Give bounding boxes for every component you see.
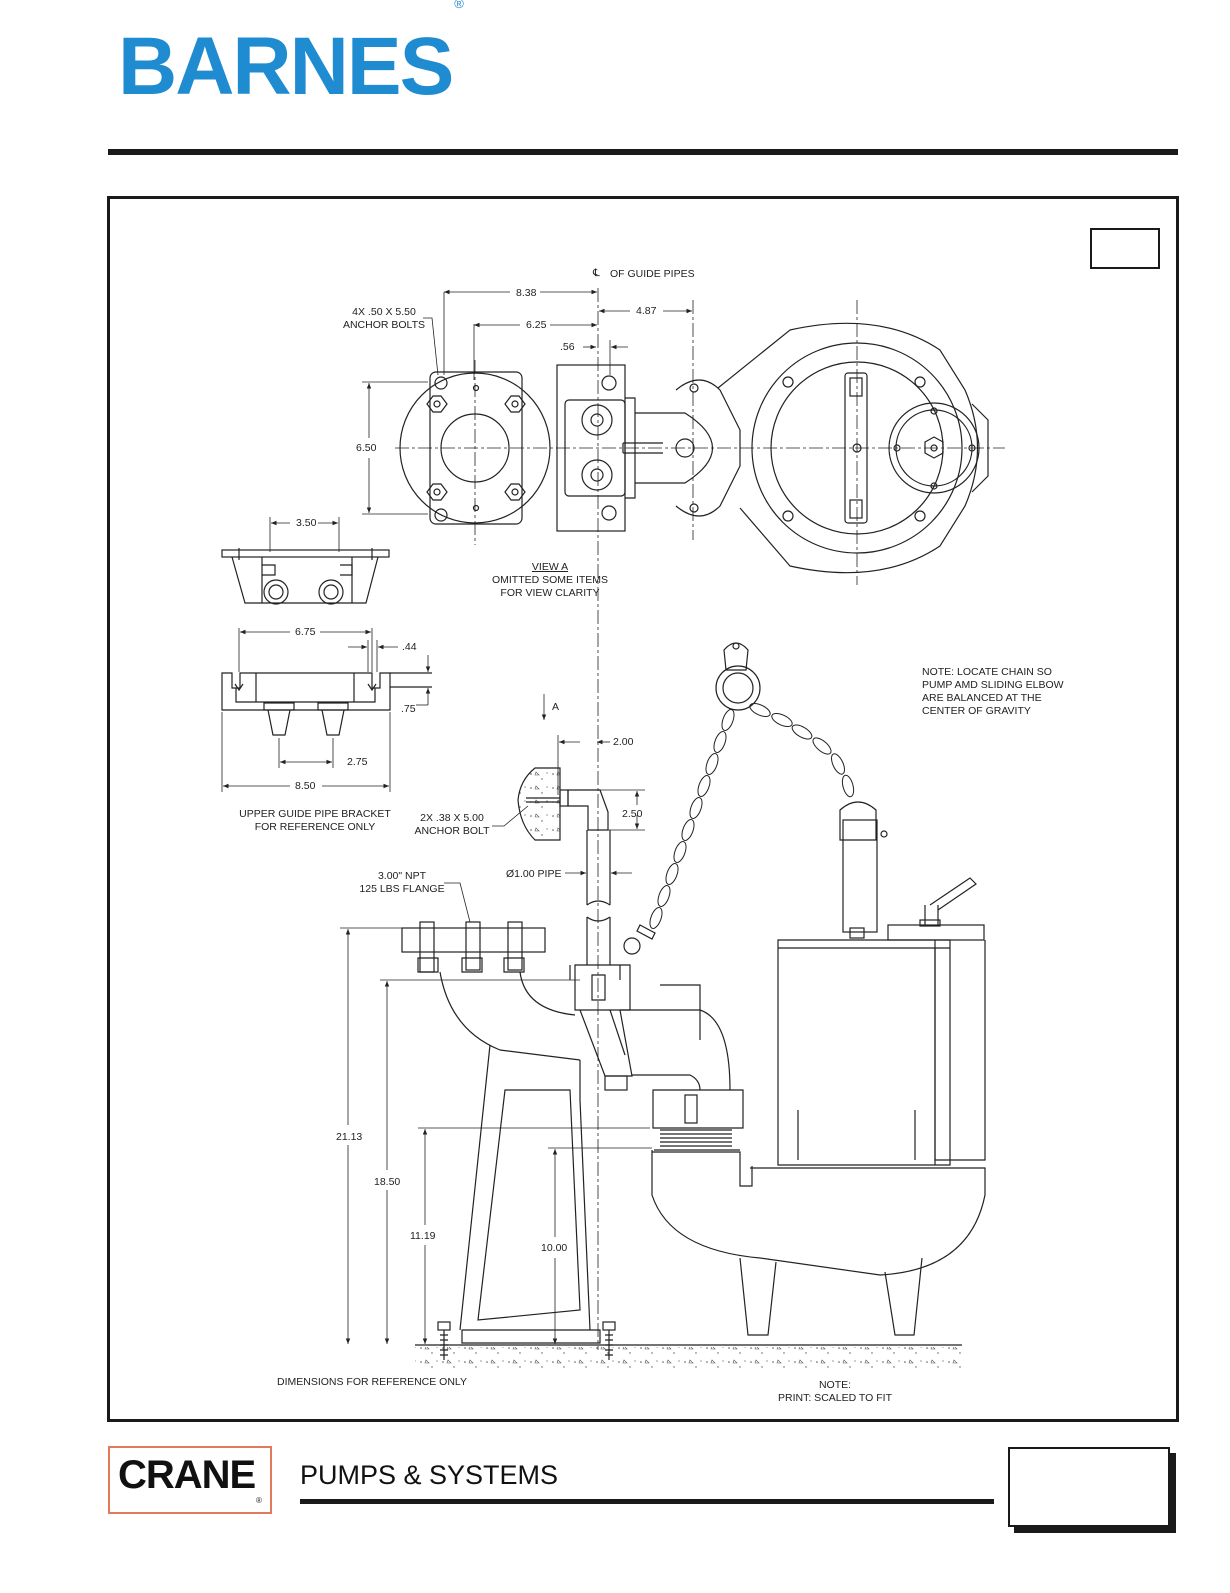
floor-anchor-bolts (437, 1321, 616, 1360)
wall-anchor-label: 2X .38 X 5.00 ANCHOR BOLT (410, 812, 494, 838)
flange-label: 3.00" NPT 125 LBS FLANGE (354, 870, 450, 896)
view-arrow-label: A (552, 701, 560, 713)
dim-2-00: 2.00 (613, 736, 634, 748)
dim-4-87: 4.87 (636, 305, 657, 317)
centerline-label: OF GUIDE PIPES (610, 268, 695, 280)
center-lines (395, 288, 1005, 1350)
view-a-note-line2: FOR VIEW CLARITY (500, 587, 600, 599)
crane-logo: CRANE (118, 1453, 256, 1497)
print-note-line2: PRINT: SCALED TO FIT (778, 1392, 892, 1404)
dim-8-38: 8.38 (516, 287, 537, 299)
bracket-side-view (221, 672, 432, 736)
bracket-caption-line2: FOR REFERENCE ONLY (254, 821, 376, 833)
discharge-elbow (401, 921, 731, 1344)
dim-2-75: 2.75 (347, 756, 368, 768)
view-a-note-line1: OMITTED SOME ITEMS (491, 574, 609, 586)
anchor-bolts-line1: 4X .50 X 5.50 (352, 306, 416, 318)
chain-note-line4: CENTER OF GRAVITY (922, 705, 1031, 717)
top-view-dimensions (362, 289, 692, 515)
elevation-view (401, 642, 986, 1369)
print-note-line1: NOTE: (818, 1379, 852, 1391)
dim-8-50: 8.50 (295, 780, 316, 792)
print-note: NOTE: PRINT: SCALED TO FIT (770, 1379, 900, 1405)
pump-body (651, 819, 986, 1336)
chain-note-line1: NOTE: LOCATE CHAIN SO (922, 666, 1052, 678)
dim-0-56: .56 (560, 341, 575, 353)
drawing-frame (107, 196, 1179, 1422)
chain-note-line2: PUMP AMD SLIDING ELBOW (922, 679, 1064, 691)
header-rule (108, 149, 1178, 155)
dim-6-75: 6.75 (295, 626, 316, 638)
lifting-chain (623, 642, 888, 955)
dim-6-50: 6.50 (356, 442, 377, 454)
pipe-label: Ø1.00 PIPE (506, 868, 562, 880)
dim-0-75: .75 (401, 703, 416, 715)
bracket-side-dims (221, 628, 431, 792)
brand-name: BARNES (118, 21, 454, 112)
bracket-top-view (221, 548, 390, 605)
dim-21-13: 21.13 (336, 1131, 363, 1143)
anchor-bolts-label: 4X .50 X 5.50 ANCHOR BOLTS (334, 306, 434, 332)
dim-6-25: 6.25 (526, 319, 547, 331)
revision-box (1090, 228, 1160, 269)
dim-18-50: 18.50 (374, 1176, 401, 1188)
crane-logo-box (108, 1446, 272, 1514)
registered-mark: ® (454, 0, 464, 11)
view-a-caption: VIEW A OMITTED SOME ITEMS FOR VIEW CLARI… (480, 561, 620, 600)
centerline-symbol: ℄ (593, 267, 600, 279)
flange-line1: 3.00" NPT (377, 870, 427, 882)
view-a-title: VIEW A (531, 561, 569, 573)
dim-11-19: 11.19 (410, 1230, 436, 1242)
page-number-box (1008, 1447, 1170, 1527)
dim-10-00: 10.00 (541, 1242, 568, 1254)
barnes-logo: BARNES® (118, 0, 464, 108)
wall-anchor-line1: 2X .38 X 5.00 (420, 812, 484, 824)
crane-registered-mark: ® (256, 1496, 262, 1505)
bracket-top-dims (269, 517, 340, 552)
footer-rule (300, 1499, 994, 1504)
anchor-bolts-line2: ANCHOR BOLTS (342, 319, 426, 331)
chain-note-line3: ARE BALANCED AT THE (922, 692, 1042, 704)
dim-2-50: 2.50 (622, 808, 643, 820)
flange-line2: 125 LBS FLANGE (359, 883, 445, 895)
dim-0-44: .44 (402, 641, 417, 653)
wall-anchor-line2: ANCHOR BOLT (414, 825, 490, 837)
dimensions-note: DIMENSIONS FOR REFERENCE ONLY (277, 1376, 467, 1388)
bracket-caption-line1: UPPER GUIDE PIPE BRACKET (239, 808, 391, 820)
elevation-dimensions (340, 735, 652, 1344)
bracket-caption: UPPER GUIDE PIPE BRACKET FOR REFERENCE O… (225, 808, 405, 834)
dim-3-50: 3.50 (296, 517, 317, 529)
chain-note: NOTE: LOCATE CHAIN SO PUMP AMD SLIDING E… (922, 666, 1064, 718)
division-name: PUMPS & SYSTEMS (300, 1460, 559, 1490)
